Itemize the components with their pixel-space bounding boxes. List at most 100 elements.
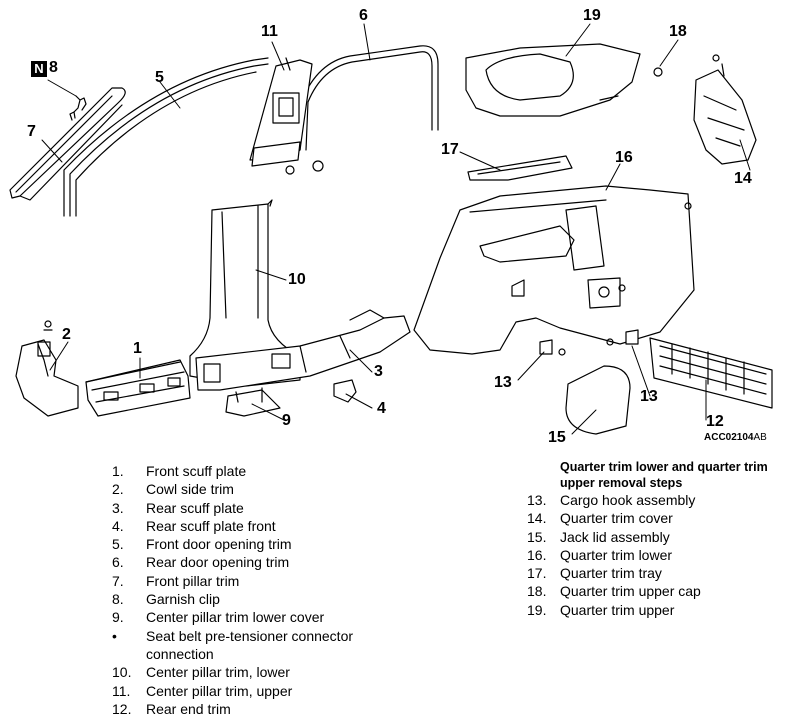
list-item: 10. Center pillar trim, lower	[112, 663, 353, 681]
callout-4: 4	[377, 400, 386, 417]
cargo-hook-assembly-drawing	[539, 329, 639, 356]
front-door-opening-trim-drawing	[63, 57, 269, 217]
list-item-text: Center pillar trim lower cover	[146, 609, 325, 626]
list-item: 12. Rear end trim	[112, 700, 353, 718]
list-item-number: 10.	[112, 664, 132, 681]
list-item-text: Front pillar trim	[146, 572, 240, 589]
list-item-number: 6.	[112, 554, 124, 571]
list-item: •Seat belt pre-tensioner connector	[112, 627, 353, 645]
callout-5: 5	[155, 69, 164, 86]
list-item-number: 13.	[527, 492, 547, 508]
list-item-number: 4.	[112, 517, 124, 534]
callout-12: 12	[706, 413, 724, 430]
list-item-number: 19.	[527, 601, 547, 618]
list-item: 8. Garnish clip	[112, 590, 353, 608]
rear-door-opening-trim-drawing	[299, 45, 439, 151]
quarter-trim-tray-drawing	[467, 155, 573, 181]
list-item-text: Rear scuff plate	[146, 499, 244, 516]
exploded-parts-diagram	[9, 23, 773, 435]
list-item-text: Rear door opening trim	[146, 554, 290, 571]
list-item: 5. Front door opening trim	[112, 535, 353, 553]
list-item-number: 8.	[112, 591, 124, 608]
cowl-side-trim-drawing	[15, 320, 79, 417]
list-item-number: 5.	[112, 536, 124, 553]
garnish-clip-drawing	[69, 95, 87, 121]
list-item: 17. Quarter trim tray	[527, 564, 701, 582]
n-badge: N	[31, 61, 47, 77]
callout-9: 9	[282, 412, 291, 429]
list-item-text: Jack lid assembly	[560, 528, 670, 545]
rear-end-trim-drawing	[649, 337, 773, 409]
figure-code: ACC02104AB	[704, 432, 767, 443]
rear-scuff-plate-front-drawing	[333, 379, 357, 403]
list-item-text: Quarter trim tray	[560, 565, 662, 582]
list-item-text: Center pillar trim, upper	[146, 682, 293, 699]
front-scuff-plate-drawing	[85, 359, 191, 417]
list-item: 13.Cargo hook assembly	[527, 491, 701, 509]
list-item-number: 7.	[112, 572, 124, 589]
callout-13-left: 13	[494, 374, 512, 391]
callout-7: 7	[27, 123, 36, 140]
center-pillar-trim-lower-cover-drawing	[225, 387, 281, 417]
list-item: 4. Rear scuff plate front	[112, 517, 353, 535]
list-item-text: Center pillar trim, lower	[146, 664, 290, 681]
callout-10: 10	[288, 271, 306, 288]
callout-17: 17	[441, 141, 459, 158]
callout-6: 6	[359, 7, 368, 24]
list-item-text: Quarter trim upper	[560, 601, 675, 618]
quarter-trim-lower-drawing	[413, 185, 695, 355]
list-item-number: 3.	[112, 499, 124, 516]
jack-lid-assembly-drawing	[565, 365, 631, 435]
leader-lines	[41, 23, 751, 435]
quarter-trim-cover-drawing	[693, 54, 757, 165]
list-item: 9. Center pillar trim lower cover	[112, 608, 353, 626]
list-item: 3. Rear scuff plate	[112, 499, 353, 517]
callout-15: 15	[548, 429, 566, 446]
list-item-number: •	[112, 627, 117, 644]
callout-18: 18	[669, 23, 687, 40]
list-item-text: Front scuff plate	[146, 463, 247, 479]
list-item-number: 18.	[527, 583, 547, 600]
center-pillar-trim-lower-drawing	[189, 199, 301, 387]
list-item-text: Rear end trim	[146, 700, 231, 717]
callout-11: 11	[261, 23, 278, 40]
callout-19: 19	[583, 7, 601, 24]
callout-14: 14	[734, 170, 752, 187]
list-item: 16.Quarter trim lower	[527, 546, 701, 564]
list-item-number: 14.	[527, 510, 547, 527]
list-item-text: connection	[146, 645, 214, 662]
list-item-number: 16.	[527, 546, 547, 563]
list-item-number: 1.	[112, 463, 124, 479]
callout-3: 3	[374, 363, 383, 380]
list-item: connection	[112, 645, 353, 663]
list-item-number: 12.	[112, 700, 132, 717]
list-item-number	[112, 645, 146, 663]
front-pillar-trim-drawing	[9, 87, 126, 201]
callout-1: 1	[133, 340, 142, 357]
callout-2: 2	[62, 326, 71, 343]
list-item-text: Quarter trim cover	[560, 510, 673, 527]
list-item-number: 11.	[112, 682, 131, 699]
callout-13-right: 13	[640, 388, 658, 405]
list-item-text: Quarter trim upper cap	[560, 583, 701, 600]
list-item-text: Rear scuff plate front	[146, 517, 276, 534]
callout-16: 16	[615, 149, 633, 166]
removal-steps-heading: Quarter trim lower and quarter trim uppe…	[560, 460, 768, 490]
list-item-text: Front door opening trim	[146, 536, 292, 553]
list-item: 11. Center pillar trim, upper	[112, 682, 353, 700]
list-item-number: 15.	[527, 528, 547, 545]
list-item-text: Garnish clip	[146, 591, 220, 608]
list-item: 18. Quarter trim upper cap	[527, 582, 701, 600]
list-item: 7. Front pillar trim	[112, 572, 353, 590]
list-item-number: 9.	[112, 609, 124, 626]
callout-8: 8	[49, 59, 58, 76]
quarter-trim-upper-drawing	[465, 43, 641, 117]
list-item: 1. Front scuff plate	[112, 462, 353, 480]
quarter-trim-upper-cap-drawing	[653, 67, 663, 77]
list-item-number: 17.	[527, 565, 547, 582]
list-item: 14. Quarter trim cover	[527, 509, 701, 527]
list-item: 6. Rear door opening trim	[112, 553, 353, 571]
list-item-number: 2.	[112, 481, 124, 498]
